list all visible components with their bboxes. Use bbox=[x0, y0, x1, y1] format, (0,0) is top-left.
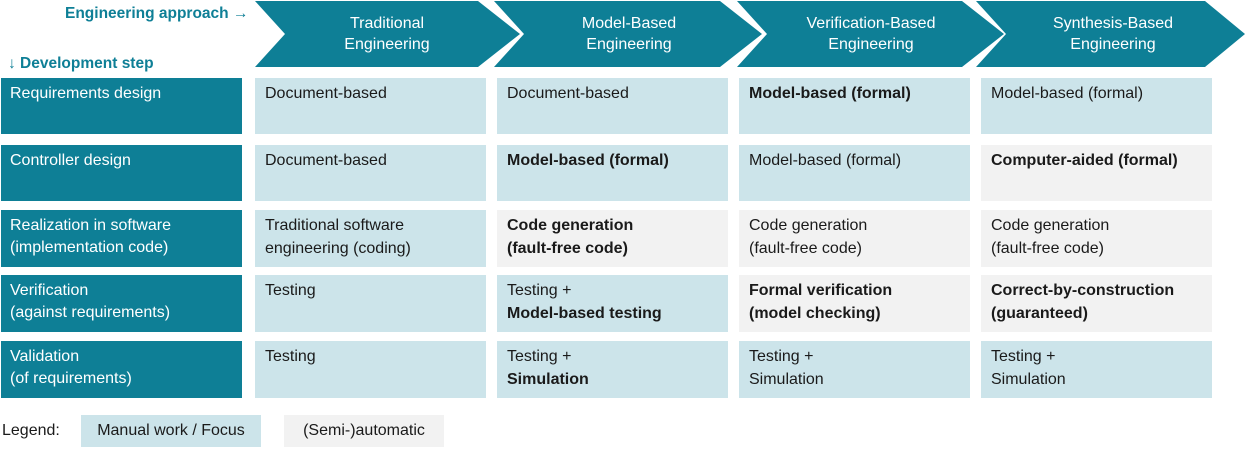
approach-chevron-3 bbox=[737, 1, 1004, 67]
cell-text-line: Model-based (formal) bbox=[507, 152, 669, 169]
cell-text-line: Simulation bbox=[507, 371, 589, 388]
cell-text-line: Code generation bbox=[991, 217, 1110, 234]
approach-chevron-strip bbox=[255, 1, 1245, 67]
approach-chevron-1 bbox=[255, 1, 520, 67]
approach-chevron-2 bbox=[494, 1, 762, 67]
cell-r4-c1: Testing bbox=[255, 275, 486, 332]
row-header-line: Validation bbox=[10, 348, 80, 365]
cell-text-line: Model-based testing bbox=[507, 305, 662, 322]
cell-r2-c4: Computer-aided (formal) bbox=[981, 145, 1212, 201]
approach-title-line: Engineering bbox=[586, 36, 672, 53]
cell-r1-c2: Document-based bbox=[497, 78, 728, 134]
cell-text-line: Testing + bbox=[507, 282, 572, 299]
cell-r3-c2: Code generation (fault-free code) bbox=[497, 210, 728, 267]
row-header-line: (implementation code) bbox=[10, 239, 169, 256]
approach-title-line: Model-Based bbox=[581, 15, 677, 32]
row-header-2: Controller design bbox=[1, 145, 242, 201]
cell-text-line: Simulation bbox=[749, 371, 824, 388]
approach-title-line: Synthesis-Based bbox=[1052, 15, 1174, 32]
row-header-line: Verification bbox=[10, 282, 89, 299]
cell-r4-c2: Testing + Model-based testing bbox=[497, 275, 728, 332]
cell-r3-c3: Code generation (fault-free code) bbox=[739, 210, 970, 267]
cell-text-line: (guaranteed) bbox=[991, 305, 1088, 322]
cell-r4-c4: Correct-by-construction (guaranteed) bbox=[981, 275, 1212, 332]
legend-manual-swatch: Manual work / Focus bbox=[81, 415, 261, 447]
cell-text-line: Code generation bbox=[507, 217, 634, 234]
cell-r1-c4: Model-based (formal) bbox=[981, 78, 1212, 134]
cell-text-line: Correct-by-construction bbox=[991, 282, 1175, 299]
cell-r5-c1: Testing bbox=[255, 341, 486, 398]
cell-text-line: Traditional software bbox=[265, 217, 405, 234]
cell-text-line: Model-based (formal) bbox=[749, 85, 911, 102]
cell-text-line: Model-based (formal) bbox=[749, 152, 902, 169]
cell-r5-c2: Testing + Simulation bbox=[497, 341, 728, 398]
cell-r5-c4: Testing + Simulation bbox=[981, 341, 1212, 398]
cell-text-line: Document-based bbox=[265, 152, 387, 169]
legend-semi-auto-swatch: (Semi-)automatic bbox=[284, 415, 444, 447]
cell-text-line: engineering (coding) bbox=[265, 240, 411, 257]
cell-text-line: Testing + bbox=[749, 348, 814, 365]
cell-text-line: (fault-free code) bbox=[991, 240, 1104, 257]
cell-text-line: Formal verification bbox=[749, 282, 893, 299]
development-step-label: ↓ Development step bbox=[8, 55, 154, 72]
cell-r1-c1: Document-based bbox=[255, 78, 486, 134]
cell-r2-c2: Model-based (formal) bbox=[497, 145, 728, 201]
cell-text-line: Code generation bbox=[749, 217, 868, 234]
cell-text-line: (fault-free code) bbox=[507, 240, 628, 257]
cell-text-line: Document-based bbox=[265, 85, 387, 102]
cell-r2-c1: Document-based bbox=[255, 145, 486, 201]
cell-text-line: Testing + bbox=[991, 348, 1056, 365]
row-header-line: Controller design bbox=[10, 152, 131, 169]
row-header-line: Realization in software bbox=[10, 217, 171, 234]
row-header-line: Requirements design bbox=[10, 85, 162, 102]
cell-text-line: (fault-free code) bbox=[749, 240, 862, 257]
approach-title-line: Engineering bbox=[1070, 36, 1156, 53]
row-header-4: Verification (against requirements) bbox=[1, 275, 242, 332]
legend-label: Legend: bbox=[2, 422, 60, 439]
approach-title-line: Engineering bbox=[344, 36, 430, 53]
cell-text-line: (model checking) bbox=[749, 305, 881, 322]
cell-text-line: Document-based bbox=[507, 85, 629, 102]
cell-r1-c3: Model-based (formal) bbox=[739, 78, 970, 134]
cell-text-line: Testing bbox=[265, 348, 316, 365]
row-header-line: (of requirements) bbox=[10, 370, 132, 387]
cell-text-line: Testing bbox=[265, 282, 316, 299]
cell-r5-c3: Testing + Simulation bbox=[739, 341, 970, 398]
cell-r3-c1: Traditional software engineering (coding) bbox=[255, 210, 486, 267]
engineering-approach-label: Engineering approach → bbox=[65, 5, 249, 22]
approach-title-line: Verification-Based bbox=[806, 15, 936, 32]
approach-title-line: Traditional bbox=[349, 15, 425, 32]
row-header-line: (against requirements) bbox=[10, 304, 171, 321]
approach-chevron-4 bbox=[976, 1, 1245, 67]
cell-r3-c4: Code generation (fault-free code) bbox=[981, 210, 1212, 267]
row-header-1: Requirements design bbox=[1, 78, 242, 134]
row-header-5: Validation (of requirements) bbox=[1, 341, 242, 398]
cell-text-line: Simulation bbox=[991, 371, 1066, 388]
cell-text-line: Testing + bbox=[507, 348, 572, 365]
approach-title-line: Engineering bbox=[828, 36, 914, 53]
cell-r4-c3: Formal verification (model checking) bbox=[739, 275, 970, 332]
row-header-3: Realization in software (implementation c… bbox=[1, 210, 242, 267]
cell-r2-c3: Model-based (formal) bbox=[739, 145, 970, 201]
cell-text-line: Model-based (formal) bbox=[991, 85, 1144, 102]
cell-text-line: Computer-aided (formal) bbox=[991, 152, 1178, 169]
